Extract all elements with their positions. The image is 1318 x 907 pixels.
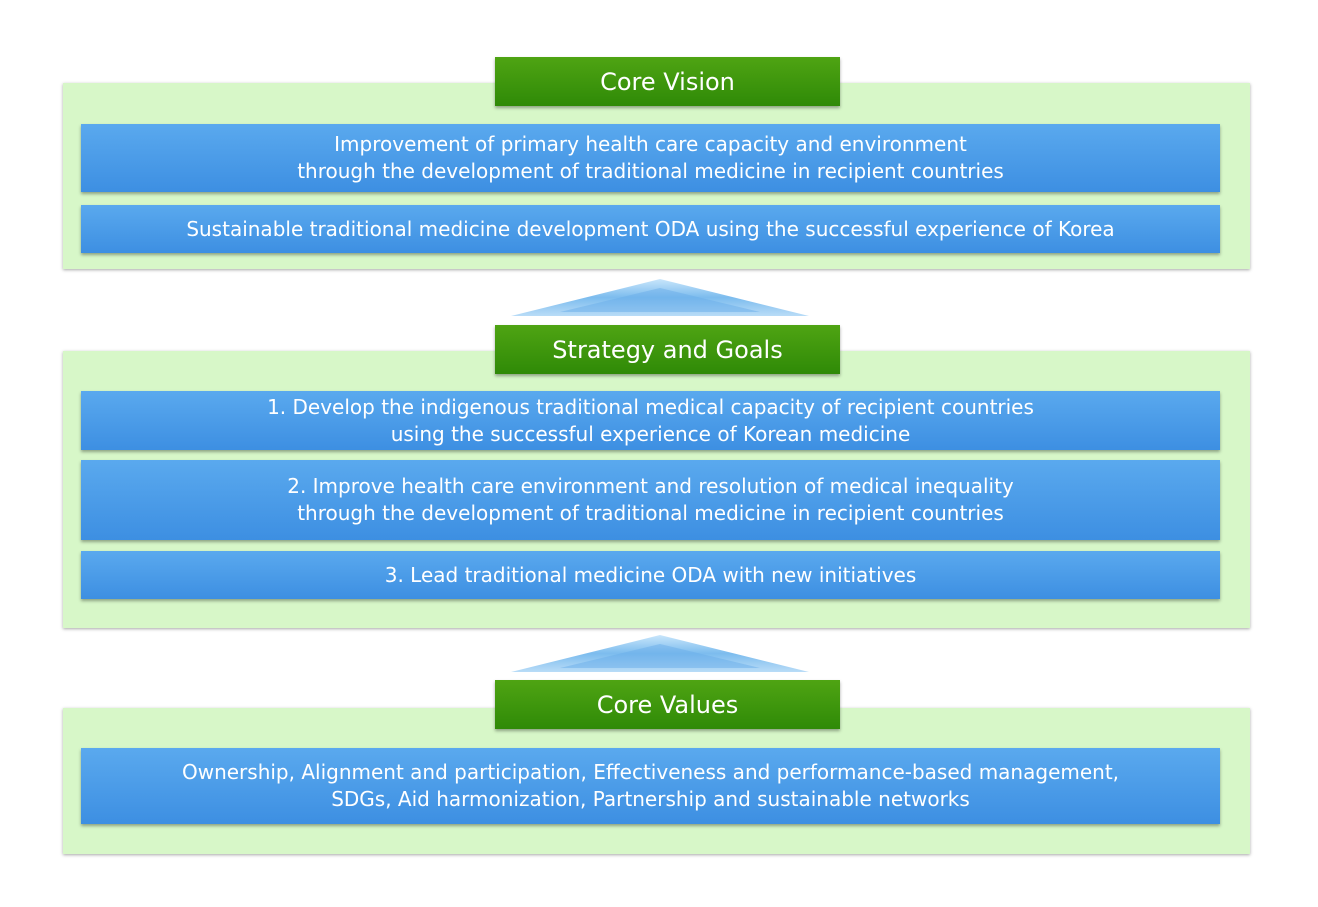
- strategy-goal-item-3-line-1: 3. Lead traditional medicine ODA with ne…: [384, 562, 917, 587]
- core-vision-item-1-line-1: Improvement of primary health care capac…: [334, 132, 967, 156]
- core-vision-item-2-line-1: Sustainable traditional medicine develop…: [186, 216, 1115, 241]
- strategy-goal-item-1-line-2: using the successful experience of Korea…: [390, 421, 911, 446]
- strategy-goal-item-2: 2. Improve health care environment and r…: [81, 460, 1220, 540]
- strategy-goal-item-2-line-2: through the development of traditional m…: [297, 501, 1004, 525]
- core-vision-item-1-line-2: through the development of traditional m…: [297, 159, 1004, 183]
- strategy-goals-header: Strategy and Goals: [495, 325, 840, 374]
- strategy-goal-item-1: 1. Develop the indigenous traditional me…: [81, 391, 1220, 450]
- upward-arrow-triangle-2: [511, 635, 809, 672]
- core-values-item-1-line-1: Ownership, Alignment and participation, …: [181, 760, 1120, 784]
- core-vision-item-2: Sustainable traditional medicine develop…: [81, 205, 1220, 253]
- core-values-item-1: Ownership, Alignment and participation, …: [81, 748, 1220, 824]
- core-values-item-1-line-2: SDGs, Aid harmonization, Partnership and…: [331, 787, 970, 811]
- core-values-header: Core Values: [495, 680, 840, 729]
- strategy-goal-item-2-line-1: 2. Improve health care environment and r…: [287, 474, 1014, 498]
- core-vision-header: Core Vision: [495, 57, 840, 106]
- strategy-goal-item-3: 3. Lead traditional medicine ODA with ne…: [81, 551, 1220, 599]
- strategy-goal-item-1-line-1: 1. Develop the indigenous traditional me…: [267, 394, 1034, 419]
- upward-arrow-triangle-1: [511, 279, 809, 316]
- core-vision-item-1: Improvement of primary health care capac…: [81, 124, 1220, 192]
